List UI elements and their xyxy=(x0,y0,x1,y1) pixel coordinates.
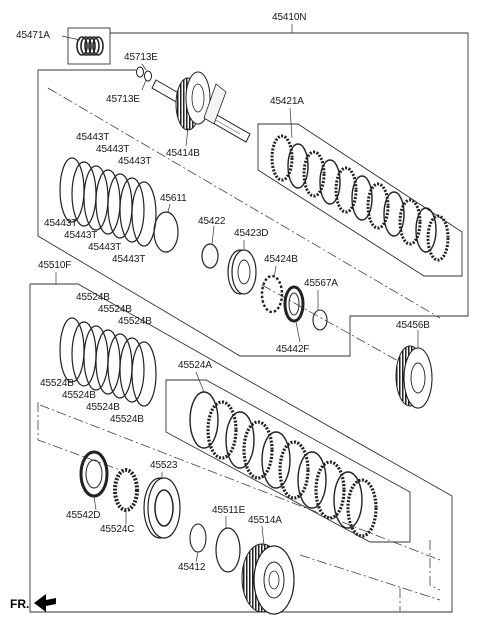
part-45423D-plate xyxy=(227,249,257,295)
arrow-icon xyxy=(34,594,56,612)
centerline xyxy=(429,540,441,591)
callout-45423D: 45423D xyxy=(234,228,269,239)
spring-set-45524B xyxy=(59,317,157,407)
lower-assembly-boundary xyxy=(29,283,453,613)
part-45567A-ring xyxy=(312,309,328,331)
callout-45510F: 45510F xyxy=(38,260,72,271)
part-45424B-retainer xyxy=(260,274,284,314)
clutch-pack-45524A-box xyxy=(165,379,411,543)
callout-45414B: 45414B xyxy=(166,148,200,159)
callout-45611: 45611 xyxy=(160,193,187,204)
centerline xyxy=(299,554,441,601)
callout-45524B: 45524B xyxy=(40,378,74,389)
callout-45567A: 45567A xyxy=(304,278,338,289)
front-direction-label: FR. xyxy=(10,597,30,611)
callout-45542D: 45542D xyxy=(66,510,101,521)
clutch-pack-45421A-box xyxy=(257,123,463,277)
callout-45524B: 45524B xyxy=(118,316,152,327)
centerline xyxy=(47,87,441,319)
callout-45422: 45422 xyxy=(198,216,226,227)
clutch-discs-45524A xyxy=(189,391,378,538)
leader-lines xyxy=(55,24,419,563)
part-45412-ring xyxy=(189,523,207,553)
upper-assembly-boundary xyxy=(37,32,469,357)
callout-45524C: 45524C xyxy=(100,524,135,535)
callout-45443T: 45443T xyxy=(96,144,130,155)
callout-45456B: 45456B xyxy=(396,320,430,331)
part-45422-ring xyxy=(201,243,219,269)
callout-45443T: 45443T xyxy=(64,230,98,241)
callout-45421A: 45421A xyxy=(270,96,304,107)
callout-45412: 45412 xyxy=(178,562,206,573)
part-45456B-hub xyxy=(395,345,433,409)
callout-45511E: 45511E xyxy=(212,505,246,516)
centerline xyxy=(261,284,419,373)
callout-45524B: 45524B xyxy=(98,304,132,315)
part-45542D-seal xyxy=(79,450,109,498)
callout-45524B: 45524B xyxy=(62,390,96,401)
callout-45443T: 45443T xyxy=(44,218,78,229)
part-45713E-ring xyxy=(136,66,144,78)
callout-45524B: 45524B xyxy=(76,292,110,303)
part-45514A-hub xyxy=(241,543,295,615)
part-45471A-box xyxy=(67,27,111,65)
part-45524C-ring xyxy=(113,468,139,512)
part-45713E-ring xyxy=(144,70,152,82)
callout-45443T: 45443T xyxy=(118,156,152,167)
clutch-discs-45421A xyxy=(270,134,450,262)
callout-45443T: 45443T xyxy=(88,242,122,253)
part-45511E-ring xyxy=(215,527,241,573)
callout-45524A: 45524A xyxy=(178,360,212,371)
callout-45524B: 45524B xyxy=(110,414,144,425)
callout-45713E-top: 45713E xyxy=(124,52,158,63)
callout-45524B: 45524B xyxy=(86,402,120,413)
callout-45443T: 45443T xyxy=(76,132,110,143)
part-45471A-spring xyxy=(76,36,104,56)
part-45442F-seal xyxy=(283,285,305,323)
callout-45443T: 45443T xyxy=(112,254,146,265)
callout-45514A: 45514A xyxy=(248,515,282,526)
part-45611-ring xyxy=(153,211,179,253)
callout-45442F: 45442F xyxy=(276,344,310,355)
part-45523-piston xyxy=(143,477,181,539)
callout-45713E-bottom: 45713E xyxy=(106,94,140,105)
part-45414B-shaft xyxy=(151,71,251,143)
callout-45471A: 45471A xyxy=(16,30,50,41)
callout-45410N: 45410N xyxy=(272,12,307,23)
callout-45424B: 45424B xyxy=(264,254,298,265)
spring-set-45443T xyxy=(59,157,157,247)
callout-45523: 45523 xyxy=(150,460,178,471)
